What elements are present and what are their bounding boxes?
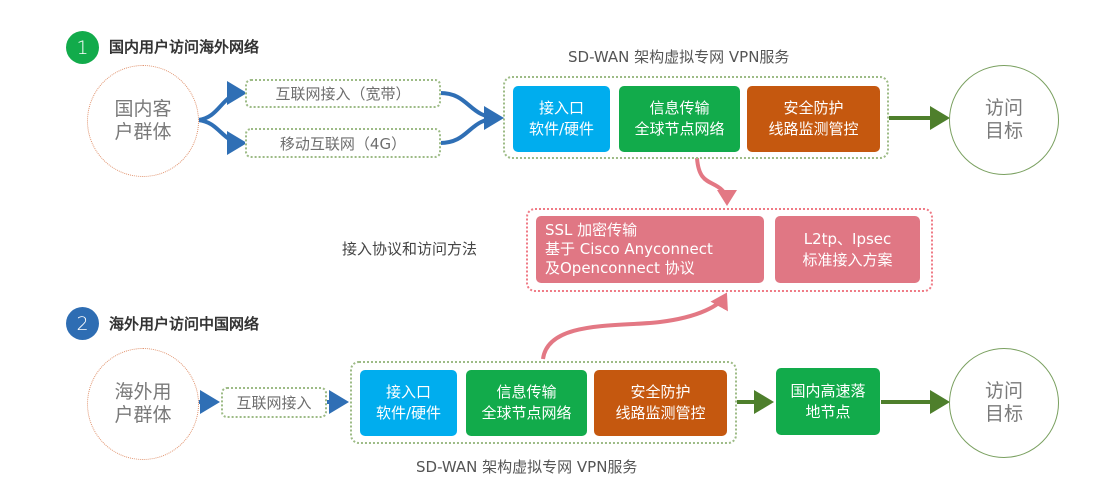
security-tile-bottom: 安全防护 线路监测管控 xyxy=(594,370,727,436)
sdwan-container-top xyxy=(503,76,889,159)
section-2-title: 海外用户访问中国网络 xyxy=(109,315,260,333)
security-b-line2: 线路监测管控 xyxy=(615,404,706,422)
broadband-access-box: 互联网接入（宽带） xyxy=(245,79,441,108)
transmission-tile-bottom: 信息传输 全球节点网络 xyxy=(466,370,587,436)
target-bottom-line2: 目标 xyxy=(984,403,1023,425)
arrow-source-to-4g xyxy=(197,118,247,155)
access-point-tile-top: 接入口 软件/硬件 xyxy=(513,86,610,152)
landing-line1: 国内高速落 xyxy=(790,381,866,400)
domestic-users-node: 国内客 户群体 xyxy=(87,65,199,177)
section-1-badge: 1 xyxy=(66,31,99,64)
arrow-sdwan2-to-protocols xyxy=(541,292,728,360)
transmission-b-line1: 信息传输 xyxy=(496,383,557,401)
domestic-landing-node-tile: 国内高速落 地节点 xyxy=(776,368,880,435)
ssl-line1: SSL 加密传输 xyxy=(545,221,638,239)
target-node-top: 访问 目标 xyxy=(949,65,1059,175)
section-2-badge: 2 xyxy=(66,307,99,340)
arrow-source-to-broadband xyxy=(197,81,247,122)
transmission-line2: 全球节点网络 xyxy=(634,120,725,138)
overseas-users-line2: 户群体 xyxy=(114,404,172,426)
target-top-line1: 访问 xyxy=(984,97,1023,119)
sdwan-label-bottom: SD-WAN 架构虚拟专网 VPN服务 xyxy=(416,458,638,476)
overseas-users-line1: 海外用 xyxy=(114,381,172,403)
protocols-container xyxy=(526,208,933,292)
domestic-users-line2: 户群体 xyxy=(114,121,172,143)
arrow-broadband-to-sdwan xyxy=(439,91,504,130)
mobile-4g-access-box: 移动互联网（4G） xyxy=(245,128,441,158)
access-point-tile-bottom: 接入口 软件/硬件 xyxy=(360,370,457,436)
transmission-b-line2: 全球节点网络 xyxy=(481,404,572,422)
access-point-line2: 软件/硬件 xyxy=(528,120,595,138)
target-top-line2: 目标 xyxy=(984,120,1023,142)
security-b-line1: 安全防护 xyxy=(630,383,691,401)
overseas-users-node: 海外用 户群体 xyxy=(87,348,199,460)
security-tile-top: 安全防护 线路监测管控 xyxy=(747,86,880,152)
transmission-line1: 信息传输 xyxy=(649,99,710,117)
internet-access-box: 互联网接入 xyxy=(221,387,327,418)
arrow-sdwan1-to-protocols xyxy=(695,157,737,206)
target-bottom-line1: 访问 xyxy=(984,380,1023,402)
access-point-line1: 接入口 xyxy=(538,99,584,117)
ssl-line2: 基于 Cisco Anyconnect xyxy=(545,240,713,258)
section-1-title: 国内用户访问海外网络 xyxy=(109,38,260,56)
target-node-bottom: 访问 目标 xyxy=(949,348,1059,458)
ssl-line3: 及Openconnect 协议 xyxy=(545,259,695,277)
security-line1: 安全防护 xyxy=(783,99,844,117)
sdwan-container-bottom xyxy=(350,361,737,444)
standard-protocol-tile: L2tp、Ipsec 标准接入方案 xyxy=(775,216,920,283)
transmission-tile-top: 信息传输 全球节点网络 xyxy=(619,86,740,152)
standard-line1: L2tp、Ipsec xyxy=(803,229,892,248)
landing-line2: 地节点 xyxy=(805,402,851,421)
ssl-protocol-tile: SSL 加密传输 基于 Cisco Anyconnect 及Openconnec… xyxy=(536,216,764,283)
access-point-b-line1: 接入口 xyxy=(385,383,431,401)
protocols-label: 接入协议和访问方法 xyxy=(342,240,478,258)
sdwan-label-top: SD-WAN 架构虚拟专网 VPN服务 xyxy=(568,48,790,66)
standard-line2: 标准接入方案 xyxy=(802,250,893,269)
arrow-4g-to-sdwan xyxy=(439,116,501,145)
domestic-users-line1: 国内客 xyxy=(114,98,172,120)
security-line2: 线路监测管控 xyxy=(768,120,859,138)
access-point-b-line2: 软件/硬件 xyxy=(375,404,442,422)
